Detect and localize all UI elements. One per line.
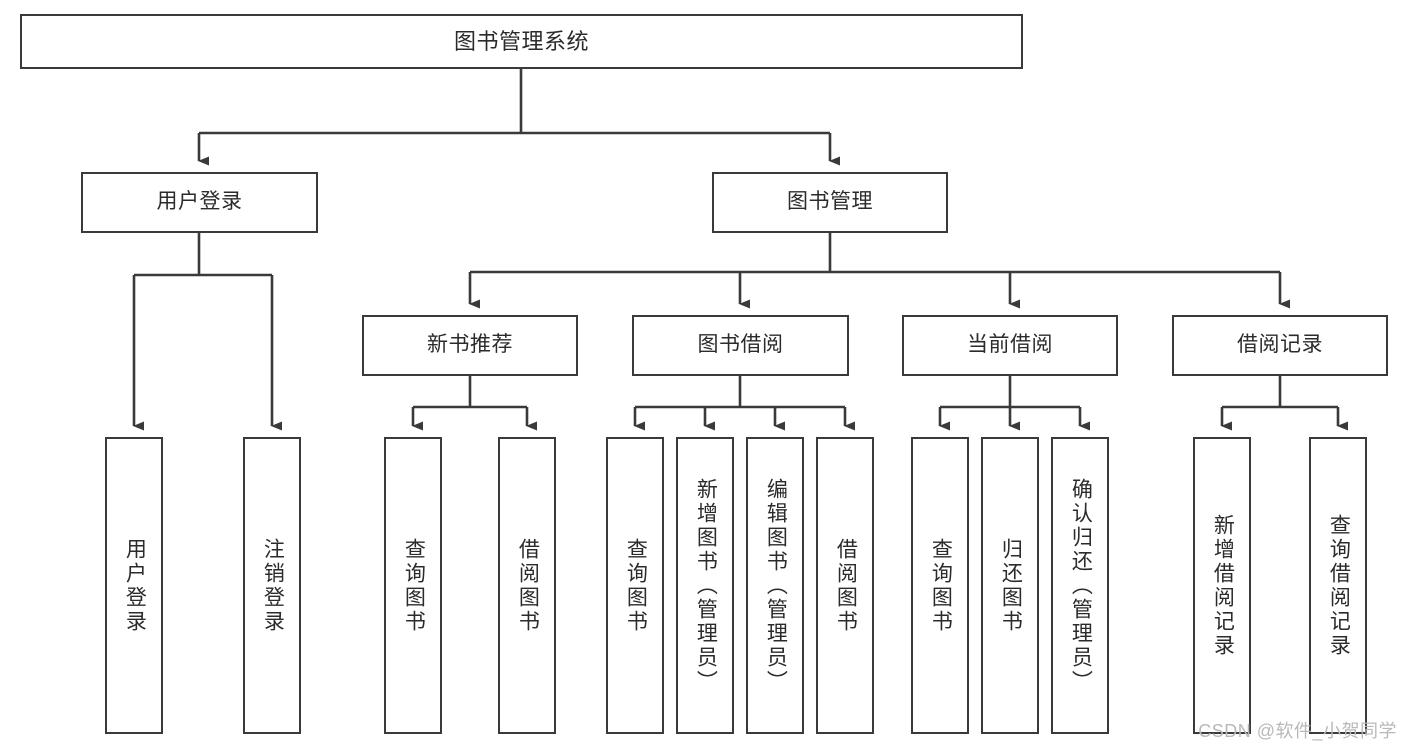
node-label: 新增图书（管理员）: [694, 477, 718, 694]
node-leaf-query-record[interactable]: 查询借阅记录: [1309, 437, 1367, 734]
node-leaf-add-record[interactable]: 新增借阅记录: [1193, 437, 1251, 734]
node-label: 借阅图书: [516, 537, 540, 634]
node-leaf-logout-login[interactable]: 注销登录: [243, 437, 301, 734]
node-new-book-recommend[interactable]: 新书推荐: [362, 315, 578, 376]
watermark-text: CSDN @软件_小贺同学: [1198, 721, 1397, 741]
node-label: 注销登录: [261, 537, 285, 634]
node-root-system[interactable]: 图书管理系统: [20, 14, 1023, 69]
node-label: 新书推荐: [427, 333, 513, 357]
node-leaf-confirm-return[interactable]: 确认归还（管理员）: [1051, 437, 1109, 734]
node-label: 图书管理: [787, 190, 873, 214]
node-label: 图书借阅: [697, 333, 784, 357]
node-label: 借阅图书: [834, 537, 858, 634]
node-leaf-edit-book[interactable]: 编辑图书（管理员）: [746, 437, 804, 734]
node-leaf-borrow-book-2[interactable]: 借阅图书: [816, 437, 874, 734]
node-leaf-add-book[interactable]: 新增图书（管理员）: [676, 437, 734, 734]
node-borrow-record[interactable]: 借阅记录: [1172, 315, 1388, 376]
node-label: 确认归还（管理员）: [1069, 477, 1093, 694]
node-label: 查询图书: [624, 537, 648, 634]
node-book-borrow[interactable]: 图书借阅: [632, 315, 849, 376]
node-label: 归还图书: [999, 537, 1023, 634]
node-leaf-query-book-3[interactable]: 查询图书: [911, 437, 969, 734]
node-label: 新增借阅记录: [1211, 513, 1235, 658]
node-leaf-borrow-book-1[interactable]: 借阅图书: [498, 437, 556, 734]
node-label: 用户登录: [123, 537, 147, 634]
node-label: 查询图书: [929, 537, 953, 634]
node-label: 查询借阅记录: [1327, 513, 1351, 658]
node-current-borrow[interactable]: 当前借阅: [902, 315, 1118, 376]
node-leaf-query-book-1[interactable]: 查询图书: [384, 437, 442, 734]
node-leaf-return-book[interactable]: 归还图书: [981, 437, 1039, 734]
node-label: 当前借阅: [967, 333, 1053, 357]
node-label: 借阅记录: [1237, 333, 1323, 357]
node-label: 查询图书: [402, 537, 426, 634]
node-label: 图书管理系统: [453, 28, 589, 54]
node-label: 用户登录: [156, 190, 243, 214]
node-leaf-query-book-2[interactable]: 查询图书: [606, 437, 664, 734]
node-leaf-user-login[interactable]: 用户登录: [105, 437, 163, 734]
node-user-login[interactable]: 用户登录: [81, 172, 318, 233]
node-book-management[interactable]: 图书管理: [712, 172, 948, 233]
node-label: 编辑图书（管理员）: [764, 477, 788, 694]
